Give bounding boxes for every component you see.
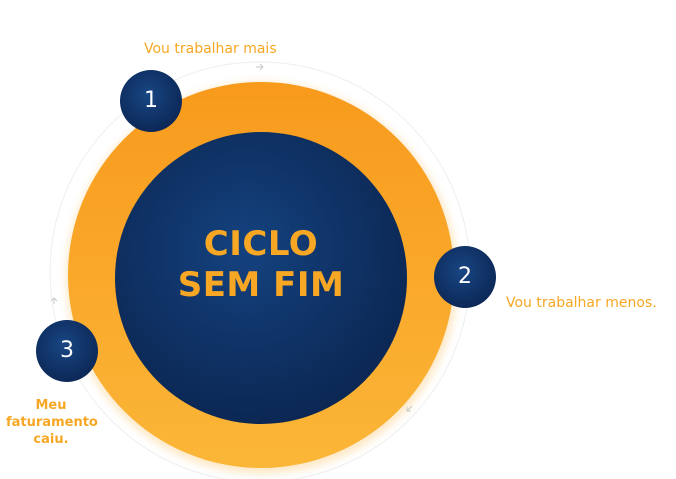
arrow-down-left-icon [406, 405, 413, 412]
step-1-circle [120, 70, 182, 132]
center-circle [115, 132, 407, 424]
step-1-label: Vou trabalhar mais [144, 41, 277, 57]
step-3-label-line-2: faturamento [6, 415, 98, 430]
center-title-line-2: SEM FIM [177, 265, 345, 305]
step-3-label-line-3: caiu. [33, 432, 69, 447]
step-2-label: Vou trabalhar menos. [506, 295, 657, 311]
step-1-number: 1 [144, 88, 158, 113]
step-3-label: Meu faturamento caiu. [6, 397, 98, 448]
arrow-up-icon [50, 297, 58, 304]
center-title-line-1: CICLO [203, 224, 319, 264]
step-3-number: 3 [60, 338, 74, 363]
step-3-circle [36, 320, 98, 382]
step-2-number: 2 [458, 264, 472, 289]
step-3-label-line-1: Meu [35, 398, 67, 413]
arrow-right-icon [256, 63, 264, 71]
step-2-circle [434, 246, 496, 308]
center-title: CICLO SEM FIM [118, 224, 404, 306]
